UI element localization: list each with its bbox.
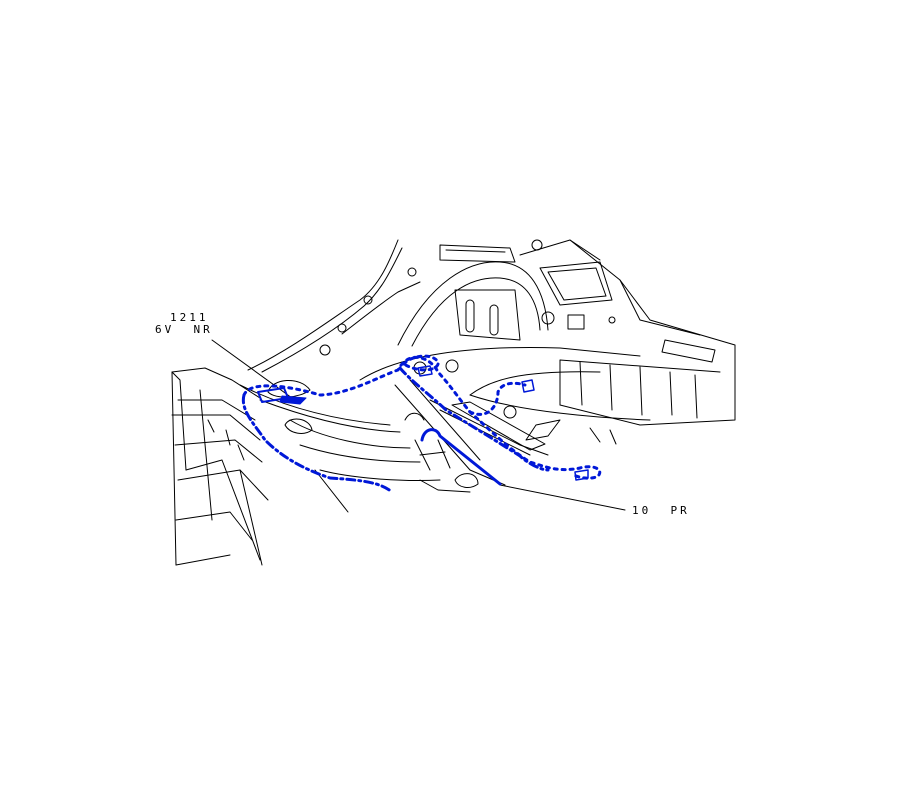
harness-lower-branch [241,393,394,494]
leader-line-10pr [499,484,626,511]
harness-connector-loop [402,354,440,372]
harness-connector-right [521,379,589,481]
right-rear-panel [519,239,736,445]
callout-reference-code: 10 PR [632,504,690,517]
harness-solid-lead [420,428,502,486]
harness-connector-centre [417,365,433,377]
harness-right-branch [468,381,527,416]
trunk-floor-deck [359,346,651,441]
leader-line-lower [314,469,349,513]
callout-variant-code: 6V NR [155,323,213,336]
left-sill-panel [171,367,269,566]
left-wheel-arch [247,239,421,373]
centre-floor-ribs [239,379,549,493]
spare-wheel-well [397,239,549,347]
callout-part-number: 1211 [170,311,209,324]
harness-centre-branch [398,366,550,472]
harness-connector-1211 [257,387,307,405]
harness-main-run [242,356,602,480]
